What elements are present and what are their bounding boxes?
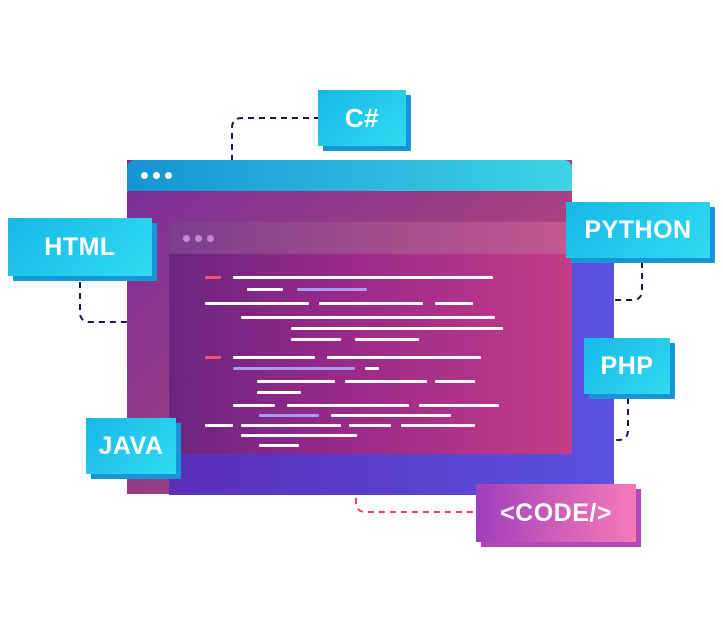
code-line xyxy=(205,302,309,305)
connector-python xyxy=(572,262,643,301)
code-line-highlight xyxy=(297,288,367,291)
code-line xyxy=(355,338,419,341)
python-label: PYTHON xyxy=(566,202,715,263)
code-label: <CODE/> xyxy=(476,484,641,547)
code-line-marker xyxy=(205,276,221,279)
window-controls xyxy=(183,235,214,242)
connector-html xyxy=(79,282,168,323)
python-label-text: PYTHON xyxy=(584,215,692,244)
code-line xyxy=(291,327,503,330)
code-line xyxy=(319,302,423,305)
code-line xyxy=(287,404,409,407)
code-line xyxy=(401,424,475,427)
code-line xyxy=(257,380,335,383)
code-label-text: <CODE/> xyxy=(500,498,612,527)
window-dot-icon xyxy=(183,235,190,242)
php-label: PHP xyxy=(584,338,675,399)
code-line xyxy=(247,288,283,291)
php-label-text: PHP xyxy=(600,351,654,380)
back-window-titlebar xyxy=(127,160,572,191)
code-line xyxy=(291,338,341,341)
code-line xyxy=(327,356,481,359)
window-controls xyxy=(141,172,172,179)
code-line xyxy=(349,424,391,427)
window-dot-icon xyxy=(153,172,160,179)
code-line xyxy=(257,391,301,394)
csharp-label-text: C# xyxy=(344,102,380,133)
code-line xyxy=(233,404,275,407)
code-line xyxy=(233,276,493,279)
code-line xyxy=(241,316,495,319)
code-line-marker xyxy=(205,356,221,359)
code-line-highlight xyxy=(233,367,355,370)
code-line xyxy=(365,367,379,370)
java-label: JAVA xyxy=(86,418,181,479)
code-line xyxy=(241,424,341,427)
window-dot-icon xyxy=(141,172,148,179)
code-line xyxy=(345,380,427,383)
code-line xyxy=(435,380,475,383)
code-line-highlight xyxy=(259,414,319,417)
connector-csharp xyxy=(231,117,320,222)
code-line xyxy=(241,434,357,437)
connector-php xyxy=(572,398,629,441)
window-dot-icon xyxy=(195,235,202,242)
code-line xyxy=(435,302,473,305)
html-label-text: HTML xyxy=(44,232,116,261)
code-line xyxy=(233,356,315,359)
front-window-titlebar xyxy=(169,222,572,254)
window-dot-icon xyxy=(165,172,172,179)
code-line xyxy=(331,414,451,417)
code-line xyxy=(259,444,299,447)
front-editor-window xyxy=(169,222,572,454)
java-label-text: JAVA xyxy=(98,431,164,460)
code-line xyxy=(205,424,233,427)
csharp-label: C# xyxy=(318,90,411,151)
html-label: HTML xyxy=(8,218,157,281)
code-line xyxy=(419,404,499,407)
connector-code xyxy=(355,454,478,513)
window-dot-icon xyxy=(207,235,214,242)
